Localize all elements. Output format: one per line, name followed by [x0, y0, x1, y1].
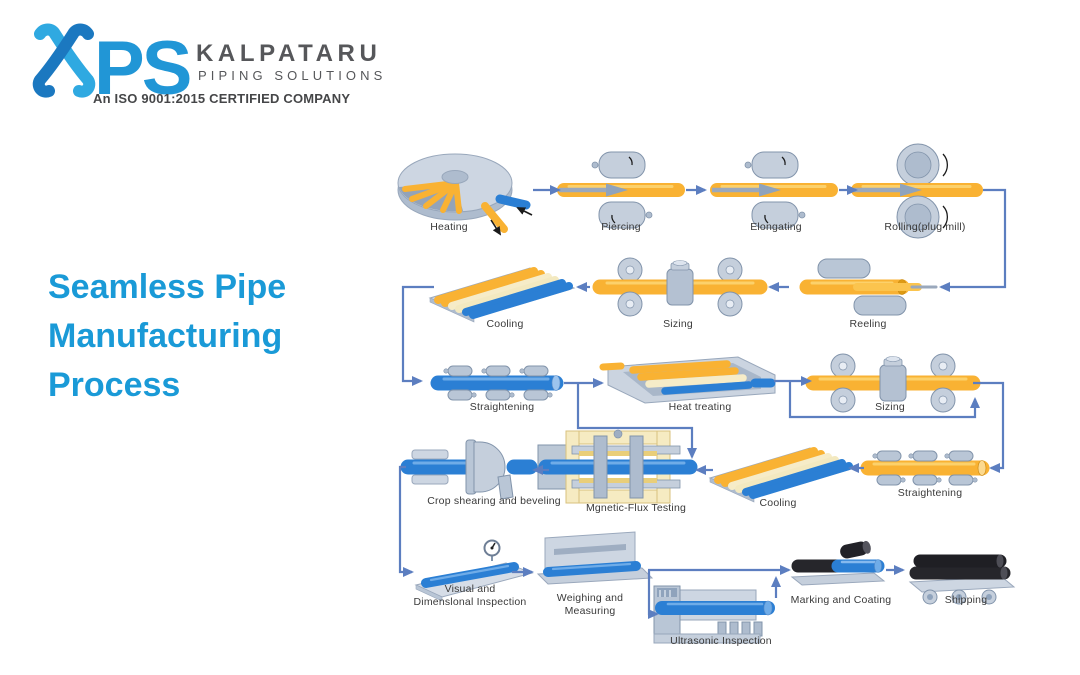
- label-marking-coating: Marking and Coating: [790, 594, 892, 606]
- kps-logo-ps-text: PS: [94, 26, 190, 106]
- elongating-mill-icon: [712, 152, 831, 228]
- label-straightening-1: Straightening: [469, 401, 535, 413]
- label-shipping: Shipping: [944, 594, 988, 606]
- piercing-mill-icon: [559, 152, 678, 228]
- label-elongating: Elongating: [750, 221, 802, 233]
- label-cooling-2: Cooling: [759, 497, 797, 509]
- arrow-crop-shearing-visual: [398, 465, 414, 577]
- magnetic-flux-testing-icon: [537, 429, 698, 504]
- label-crop-shearing-beveling: Crop shearing and beveling: [427, 495, 561, 507]
- label-ultrasonic-inspection: Ultrasonic Inspection: [670, 635, 772, 647]
- label-heat-treating: Heat treating: [668, 401, 732, 413]
- company-subtitle: PIPING SOLUTIONS: [198, 68, 387, 83]
- cooling-bed-2-icon: [710, 448, 854, 502]
- arrow-branch-to-magnetic-flux: [576, 383, 697, 459]
- straightening-machine-1-icon: [430, 365, 564, 401]
- reeling-machine-icon: [799, 258, 938, 316]
- label-weighing-measuring: Weighing and Measuring: [556, 592, 624, 617]
- certification-line: An ISO 9001:2015 CERTIFIED COMPANY: [93, 91, 351, 106]
- marking-coating-machine-icon: [790, 540, 886, 586]
- heating-furnace-icon: [397, 153, 533, 236]
- kps-logo-monogram: PS: [32, 23, 193, 106]
- sizing-stand-1-icon: [600, 258, 760, 316]
- arrow-down-into-ultrasonic: [647, 570, 659, 619]
- label-sizing-2: Sizing: [875, 401, 905, 413]
- arrow-loop-into-sizing2: [788, 381, 980, 419]
- arrow-rolling-reeling: [939, 188, 1007, 292]
- ultrasonic-inspection-machine-icon: [653, 585, 775, 644]
- label-rolling-plug-mill: Rolling(plug mill): [884, 221, 966, 233]
- label-heating: Heating: [430, 221, 468, 233]
- label-sizing-1: Sizing: [663, 318, 693, 330]
- crop-shearing-machine-icon: [400, 439, 538, 500]
- label-piercing: Piercing: [601, 221, 641, 233]
- label-reeling: Reeling: [849, 318, 887, 330]
- shipping-trolley-icon: [908, 554, 1016, 605]
- kps-logo-k-shape: [32, 23, 96, 98]
- label-magnetic-flux-testing: Mgnetic-Flux Testing: [585, 502, 687, 514]
- company-name: KALPATARU: [196, 40, 382, 67]
- label-straightening-2: Straightening: [897, 487, 963, 499]
- flow-connectors: [398, 185, 1007, 619]
- label-visual-dimensional-inspection: Visual and Dimenslonal Inspection: [413, 583, 527, 608]
- heat-treating-furnace-icon: [599, 356, 776, 404]
- label-cooling-1: Cooling: [486, 318, 524, 330]
- weighing-measuring-machine-icon: [536, 531, 654, 585]
- cooling-bed-1-icon: [430, 268, 574, 322]
- arrow-cooling1-straightening1: [401, 285, 434, 386]
- straightening-machine-2-icon: [860, 450, 990, 486]
- page-title: Seamless Pipe Manufacturing Process: [48, 268, 287, 404]
- arrow-sizing2-straightening2: [973, 381, 1005, 473]
